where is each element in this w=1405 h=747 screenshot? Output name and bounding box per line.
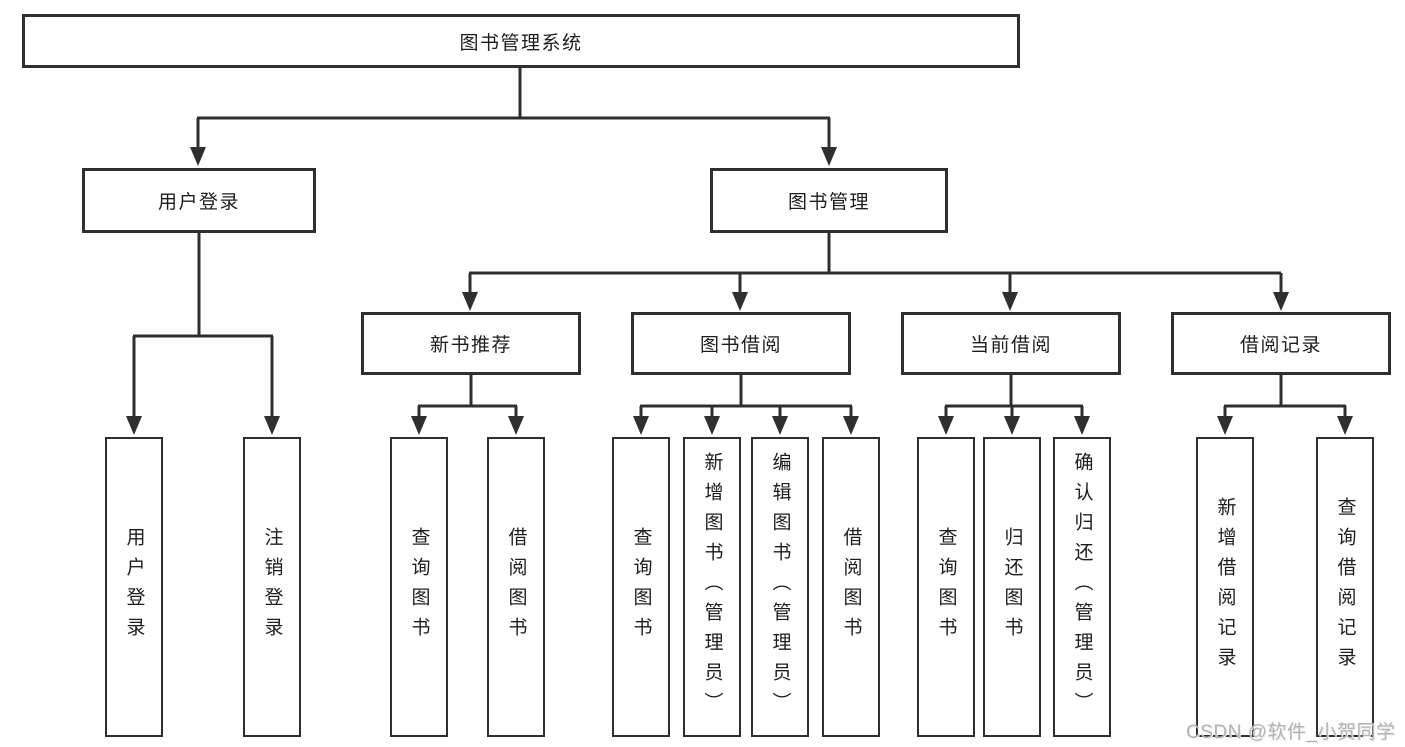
- leaf-return-book: 归还图书: [983, 437, 1041, 737]
- arrowhead-down-icon: [462, 292, 478, 311]
- arrowhead-down-icon: [821, 147, 837, 166]
- leaf-add-borrow-record: 新增借阅记录: [1196, 437, 1254, 737]
- leaf-user-login-label: 用户登录: [123, 527, 145, 647]
- connector-newbook-children: [417, 375, 518, 421]
- connector-login-branch: [132, 233, 274, 421]
- leaf-borrow-book-recommend-label: 借阅图书: [505, 527, 527, 647]
- leaf-query-book-current: 查询图书: [917, 437, 975, 737]
- node-new-book-recommend-label: 新书推荐: [429, 335, 512, 356]
- arrowhead-down-icon: [411, 416, 427, 435]
- arrowhead-down-icon: [1002, 292, 1018, 311]
- leaf-query-book-borrowing: 查询图书: [612, 437, 670, 737]
- leaf-add-book-admin: 新增图书（管理员）: [683, 437, 741, 737]
- node-book-management: 图书管理: [710, 168, 948, 233]
- arrowhead-down-icon: [190, 147, 206, 166]
- leaf-edit-book-admin-label: 编辑图书（管理员）: [769, 452, 791, 722]
- node-current-borrowing-label: 当前借阅: [969, 335, 1052, 356]
- leaf-return-book-label: 归还图书: [1001, 527, 1023, 647]
- leaf-edit-book-admin: 编辑图书（管理员）: [751, 437, 809, 737]
- node-borrow-records: 借阅记录: [1171, 312, 1391, 375]
- leaf-user-login: 用户登录: [105, 437, 163, 737]
- leaf-query-borrow-record-label: 查询借阅记录: [1334, 497, 1356, 677]
- leaf-logout: 注销登录: [243, 437, 301, 737]
- connector-current-children: [944, 375, 1084, 421]
- leaf-query-book-borrowing-label: 查询图书: [630, 527, 652, 647]
- node-user-login-label: 用户登录: [157, 192, 240, 213]
- leaf-borrow-book-recommend: 借阅图书: [487, 437, 545, 737]
- node-root-label: 图书管理系统: [459, 32, 583, 54]
- leaf-add-book-admin-label: 新增图书（管理员）: [701, 452, 723, 722]
- node-book-borrowing-label: 图书借阅: [699, 335, 782, 356]
- arrowhead-down-icon: [1074, 416, 1090, 435]
- arrowhead-down-icon: [633, 416, 649, 435]
- leaf-logout-label: 注销登录: [261, 527, 283, 647]
- leaf-borrow-book-borrowing-label: 借阅图书: [840, 527, 862, 647]
- leaf-query-book-recommend-label: 查询图书: [408, 527, 430, 647]
- leaf-add-borrow-record-label: 新增借阅记录: [1214, 497, 1236, 677]
- arrowhead-down-icon: [938, 416, 954, 435]
- connector-records-children: [1223, 375, 1347, 421]
- node-borrow-records-label: 借阅记录: [1239, 335, 1322, 356]
- leaf-query-borrow-record: 查询借阅记录: [1316, 437, 1374, 737]
- leaf-borrow-book-borrowing: 借阅图书: [822, 437, 880, 737]
- arrowheads: [126, 147, 1353, 435]
- node-book-management-label: 图书管理: [787, 192, 870, 213]
- leaf-confirm-return-admin-label: 确认归还（管理员）: [1071, 452, 1093, 722]
- node-book-borrowing: 图书借阅: [631, 312, 851, 375]
- arrowhead-down-icon: [1273, 292, 1289, 311]
- node-new-book-recommend: 新书推荐: [361, 312, 581, 375]
- arrowhead-down-icon: [264, 416, 280, 435]
- node-root: 图书管理系统: [22, 14, 1020, 68]
- node-user-login: 用户登录: [82, 168, 316, 233]
- csdn-watermark: CSDN @软件_小贺同学: [1186, 722, 1396, 743]
- arrowhead-down-icon: [126, 416, 142, 435]
- arrowhead-down-icon: [1217, 416, 1233, 435]
- connector-root-to-level2: [196, 68, 831, 152]
- arrowhead-down-icon: [1337, 416, 1353, 435]
- leaf-query-book-current-label: 查询图书: [935, 527, 957, 647]
- arrowhead-down-icon: [772, 416, 788, 435]
- node-current-borrowing: 当前借阅: [901, 312, 1121, 375]
- arrowhead-down-icon: [843, 416, 859, 435]
- arrowhead-down-icon: [1004, 416, 1020, 435]
- connector-mgmt-to-level3: [468, 233, 1283, 297]
- arrowhead-down-icon: [508, 416, 524, 435]
- connector-borrowing-children: [639, 375, 853, 421]
- leaf-confirm-return-admin: 确认归还（管理员）: [1053, 437, 1111, 737]
- arrowhead-down-icon: [732, 292, 748, 311]
- arrowhead-down-icon: [704, 416, 720, 435]
- leaf-query-book-recommend: 查询图书: [390, 437, 448, 737]
